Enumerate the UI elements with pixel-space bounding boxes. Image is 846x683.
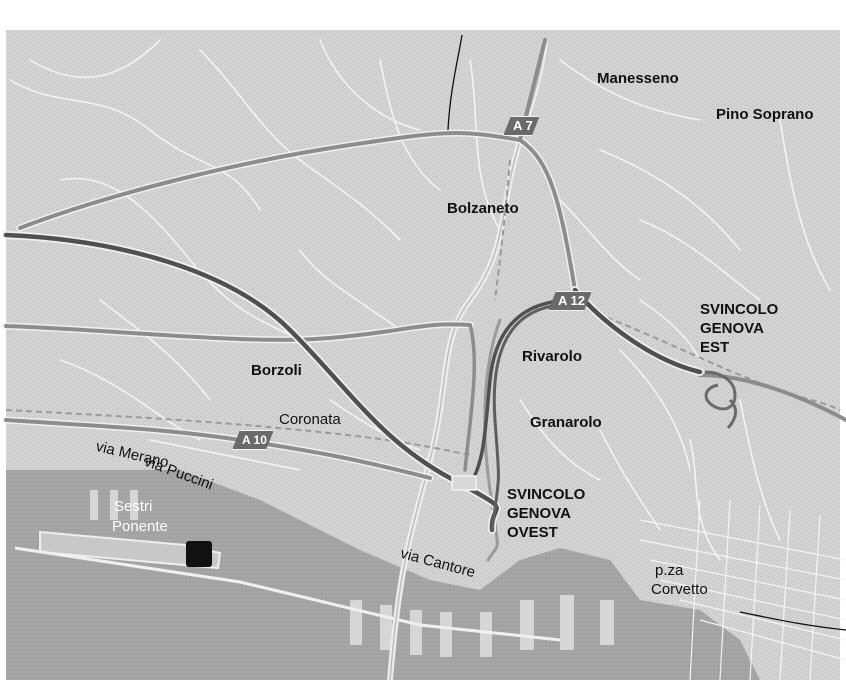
- label-granarolo: Granarolo: [530, 414, 602, 431]
- shield-a12: A 12: [548, 291, 592, 311]
- label-svincolo-ovest-line2: GENOVA: [507, 505, 571, 522]
- interchange-est: [704, 370, 738, 429]
- boundary-line-east: [739, 611, 846, 631]
- airplane-icon: [186, 541, 212, 567]
- label-bolzaneto: Bolzaneto: [447, 200, 519, 217]
- label-svincolo-ovest: SVINCOLO GENOVA OVEST: [507, 485, 585, 542]
- label-svincolo-ovest-line1: SVINCOLO: [507, 486, 586, 503]
- label-svincolo-est-line3: EST: [700, 339, 730, 356]
- airport-runway: [39, 530, 222, 570]
- label-pza-corvetto: p.za Corvetto: [651, 561, 708, 599]
- railways: [5, 159, 841, 456]
- label-svincolo-ovest-line3: OVEST: [507, 524, 558, 541]
- breakwater: [14, 546, 561, 642]
- label-pino-soprano: Pino Soprano: [716, 106, 814, 123]
- label-sestri-ponente: Sestri Ponente: [112, 497, 168, 537]
- streets: [9, 39, 831, 561]
- junction-marker: [451, 475, 477, 491]
- label-borzoli: Borzoli: [251, 362, 302, 379]
- label-pza-line2: Corvetto: [651, 581, 708, 598]
- label-sestri-line2: Ponente: [112, 518, 168, 535]
- label-svincolo-est-line2: GENOVA: [700, 320, 764, 337]
- city-grid: [639, 499, 846, 681]
- motorways-light: [2, 38, 846, 562]
- label-svincolo-est: SVINCOLO GENOVA EST: [700, 300, 778, 357]
- boundary-line: [447, 34, 463, 131]
- label-pza-line1: p.za: [655, 562, 684, 579]
- label-svincolo-est-line1: SVINCOLO: [700, 301, 779, 318]
- label-coronata: Coronata: [279, 411, 341, 428]
- port-piers: [90, 490, 614, 657]
- label-rivarolo: Rivarolo: [522, 348, 583, 365]
- label-sestri-line1: Sestri: [114, 498, 153, 515]
- label-manesseno: Manesseno: [597, 70, 679, 87]
